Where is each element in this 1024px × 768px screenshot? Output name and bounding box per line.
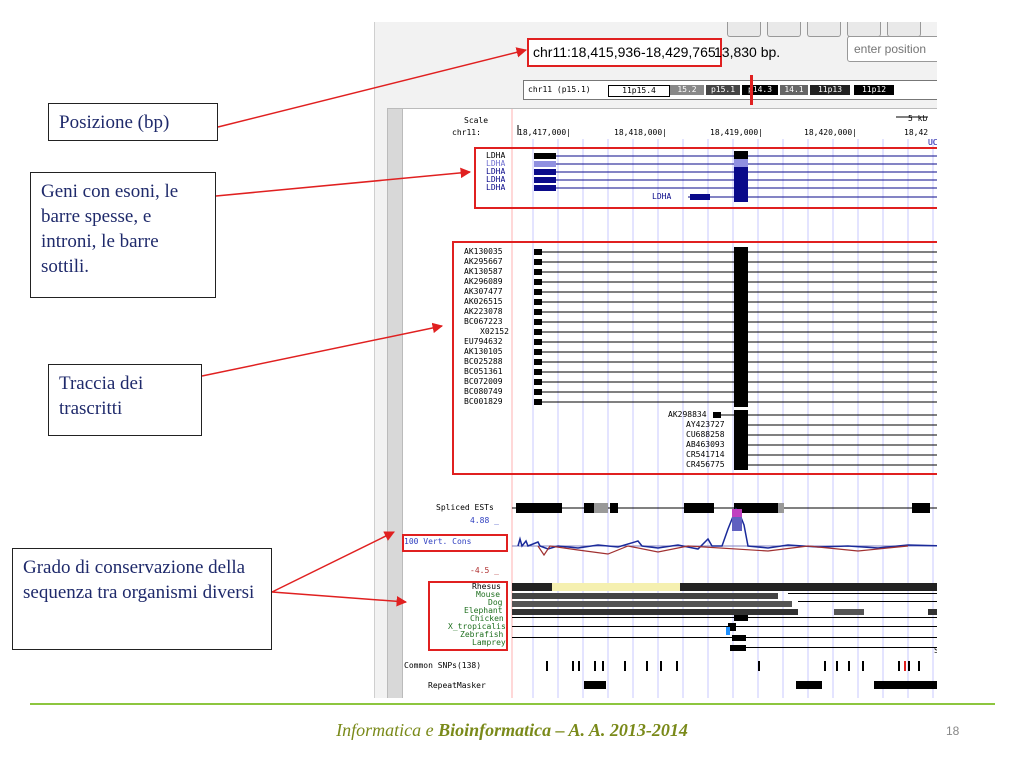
- gene-label[interactable]: LDHA: [486, 183, 506, 192]
- band[interactable]: p15.1: [706, 85, 740, 95]
- species-label: Mouse: [476, 590, 501, 599]
- position-display[interactable]: chr11:18,415,936-18,429,765: [527, 38, 722, 67]
- genes-highlight: [474, 147, 937, 209]
- species-label: Elephant: [464, 606, 503, 615]
- species-label: Chicken: [470, 614, 504, 623]
- transcript-label[interactable]: AK130587: [464, 267, 503, 276]
- transcript-label[interactable]: AK130035: [464, 247, 503, 256]
- transcript-label[interactable]: AB463093: [686, 440, 725, 449]
- band[interactable]: 11p12: [854, 85, 894, 95]
- footer-divider: [30, 703, 995, 705]
- page-number: 18: [946, 724, 960, 738]
- conservation-callout: Grado di conservazione della sequenza tr…: [12, 548, 272, 650]
- transcript-label[interactable]: AK130105: [464, 347, 503, 356]
- chromosome-ideogram[interactable]: chr11 (p15.1) 11p15.4 15.2 p15.1 p14.3 1…: [523, 75, 937, 105]
- ruler-tick-label: 18,417,000|: [518, 128, 571, 137]
- region-size: 13,830 bp.: [714, 44, 781, 60]
- position-callout: Posizione (bp): [48, 103, 218, 141]
- species-label: Zebrafish: [460, 630, 504, 639]
- position-input[interactable]: [847, 36, 937, 62]
- transcript-label[interactable]: AK026515: [464, 297, 503, 306]
- transcript-label[interactable]: AK295667: [464, 257, 503, 266]
- track-graphics[interactable]: [388, 109, 937, 698]
- transcript-label[interactable]: CU688258: [686, 430, 725, 439]
- scale-value: 5 kb: [908, 114, 928, 123]
- spliced-ests-label[interactable]: Spliced ESTs: [436, 503, 494, 512]
- repeatmasker-label[interactable]: RepeatMasker: [428, 681, 486, 690]
- gene-label[interactable]: LDHA: [652, 192, 672, 201]
- band[interactable]: 11p13: [810, 85, 850, 95]
- transcript-label[interactable]: BC025288: [464, 357, 503, 366]
- transcript-label[interactable]: AK223078: [464, 307, 503, 316]
- transcripts-highlight: [452, 241, 937, 475]
- transcripts-callout: Traccia dei trascritti: [48, 364, 202, 436]
- track-panel: Scale chr11: 18,417,000| 18,418,000| 18,…: [387, 108, 937, 698]
- band[interactable]: 11p15.4: [608, 85, 670, 97]
- gene-label[interactable]: LDHA: [486, 159, 506, 168]
- ruler-tick-label: 18,418,000|: [614, 128, 667, 137]
- band[interactable]: p14.3: [742, 85, 778, 95]
- gene-label[interactable]: LDHA: [486, 175, 506, 184]
- transcript-label[interactable]: BC001829: [464, 397, 503, 406]
- species-highlight: [428, 581, 508, 651]
- species-label: Rhesus: [472, 582, 501, 591]
- species-label: X_tropicalis: [448, 622, 506, 631]
- cons-min-label: -4.5 _: [470, 566, 499, 575]
- cons-max-label: 4.88 _: [470, 516, 499, 525]
- ruler-tick-label: 18,419,000|: [710, 128, 763, 137]
- snps-label[interactable]: Common SNPs(138): [404, 661, 482, 670]
- transcript-label[interactable]: EU794632: [464, 337, 503, 346]
- ideogram-chrom-label: chr11 (p15.1): [528, 85, 591, 94]
- nav-button[interactable]: [807, 22, 841, 37]
- si-label: Si: [934, 647, 937, 655]
- transcript-label[interactable]: CR541714: [686, 450, 725, 459]
- transcript-label[interactable]: CR456775: [686, 460, 725, 469]
- gene-label[interactable]: LDHA: [486, 167, 506, 176]
- transcript-label[interactable]: X02152: [480, 327, 509, 336]
- species-label: Lamprey: [472, 638, 506, 647]
- transcript-label[interactable]: BC080749: [464, 387, 503, 396]
- scale-label: Scale: [464, 116, 489, 125]
- genome-browser-screenshot: chr11:18,415,936-18,429,765 13,830 bp. c…: [374, 22, 937, 698]
- nav-button[interactable]: [727, 22, 761, 37]
- band[interactable]: 14.1: [780, 85, 808, 95]
- transcript-label[interactable]: AK307477: [464, 287, 503, 296]
- ruler-tick-label: 18,420,000|: [804, 128, 857, 137]
- conservation-track-label[interactable]: 100 Vert. Cons: [404, 537, 472, 546]
- transcript-label[interactable]: BC067223: [464, 317, 503, 326]
- conservation-highlight: [402, 534, 508, 552]
- transcript-label[interactable]: BC072009: [464, 377, 503, 386]
- nav-button[interactable]: [767, 22, 801, 37]
- footer-title: Informatica e Bioinformatica – A. A. 201…: [336, 720, 688, 740]
- band[interactable]: 15.2: [670, 85, 704, 95]
- transcript-label[interactable]: BC051361: [464, 367, 503, 376]
- ruler-tick-label: 18,42: [904, 128, 929, 137]
- gene-label[interactable]: LDHA: [486, 151, 506, 160]
- track-side-strip[interactable]: [388, 109, 403, 698]
- chrom-label: chr11:: [452, 128, 481, 137]
- species-label: Dog: [488, 598, 503, 607]
- genes-callout: Geni con esoni, le barre spesse, e intro…: [30, 172, 216, 298]
- position-marker: [750, 75, 753, 105]
- transcript-label[interactable]: AK298834: [668, 410, 707, 419]
- transcript-label[interactable]: AK296089: [464, 277, 503, 286]
- transcript-label[interactable]: AY423727: [686, 420, 725, 429]
